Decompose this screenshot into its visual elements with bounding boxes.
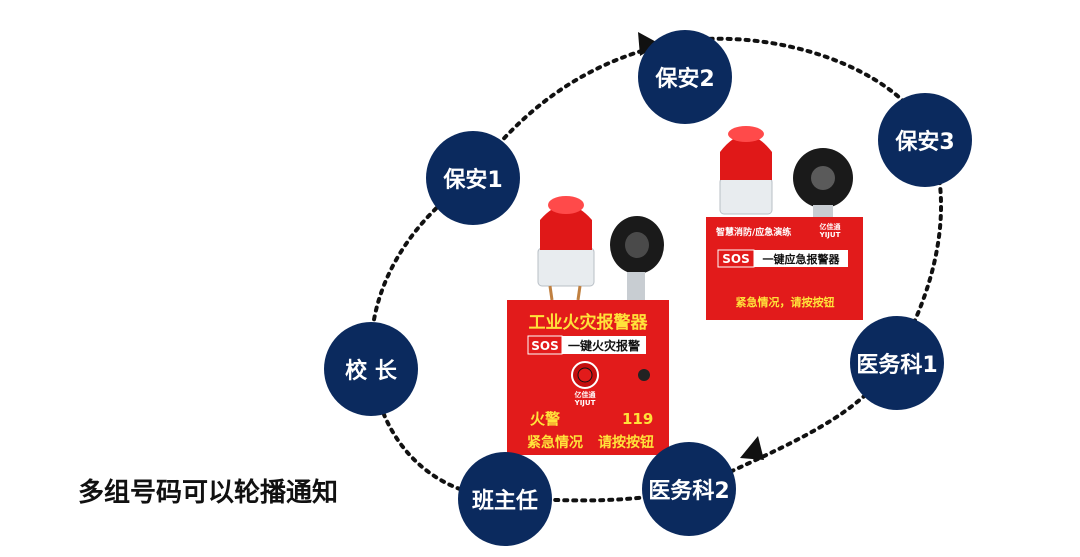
- caption-text: 多组号码可以轮播通知: [78, 478, 339, 508]
- device-right-top-text: 智慧消防/应急演练: [716, 226, 791, 238]
- wire-2: [576, 285, 582, 301]
- device-left-sos-badge-box: [527, 335, 563, 355]
- speaker-right-cone: [811, 166, 835, 190]
- device-right: 智慧消防/应急演练 亿佳通 YIJUT SOS 一键应急报警器 紧急情况，请按按…: [706, 126, 863, 320]
- node-security-1: 保安1: [426, 131, 520, 225]
- speaker-right-stand: [813, 205, 833, 217]
- device-left-press: 请按按钮: [598, 434, 654, 451]
- device-left-title: 工业火灾报警器: [529, 312, 649, 333]
- siren-light-top: [548, 196, 584, 214]
- device-left-fire-label: 火警: [530, 410, 560, 428]
- node-class-teacher: 班主任: [458, 452, 552, 546]
- device-left-indicator: [638, 369, 650, 381]
- device-left-fire-number: 119: [622, 410, 653, 428]
- device-left-sos-text: 一键火灾报警: [568, 338, 640, 353]
- speaker-cone: [625, 232, 649, 258]
- device-right-brand-en: YIJUT: [819, 231, 841, 239]
- device-right-bottom-text: 紧急情况，请按按钮: [736, 295, 835, 309]
- arrow-head-top: [638, 32, 660, 56]
- node-security-3: 保安3: [878, 93, 972, 187]
- arrow-head-bottom: [740, 436, 764, 460]
- device-left-emergency: 紧急情况: [527, 434, 583, 451]
- device-left: 工业火灾报警器 SOS 一键火灾报警 亿佳通 YIJUT 火警 119 紧急情况…: [507, 196, 669, 455]
- device-right-sos: SOS: [722, 252, 750, 266]
- node-medical-2: 医务科2: [642, 442, 736, 536]
- siren-right-base: [719, 177, 773, 215]
- siren-right-dome: [720, 135, 772, 180]
- siren-light-dome: [540, 205, 592, 250]
- device-left-brand: 亿佳通: [575, 390, 597, 399]
- node-security-2: 保安2: [638, 30, 732, 124]
- siren-right-top: [728, 126, 764, 142]
- wire-1: [548, 285, 554, 301]
- device-right-sos-text: 一键应急报警器: [763, 252, 841, 266]
- node-medical-1: 医务科1: [850, 316, 944, 410]
- device-left-button-inner: [577, 367, 593, 383]
- speaker-stand: [627, 272, 645, 300]
- node-principal: 校 长: [324, 322, 418, 416]
- device-right-sos-badge-box: [717, 249, 755, 268]
- device-left-brand-en: YIJUT: [574, 399, 596, 407]
- device-left-sos: SOS: [531, 339, 559, 353]
- siren-light-base: [537, 247, 595, 287]
- device-right-brand: 亿佳通: [820, 222, 842, 231]
- device-right-box: [706, 217, 863, 320]
